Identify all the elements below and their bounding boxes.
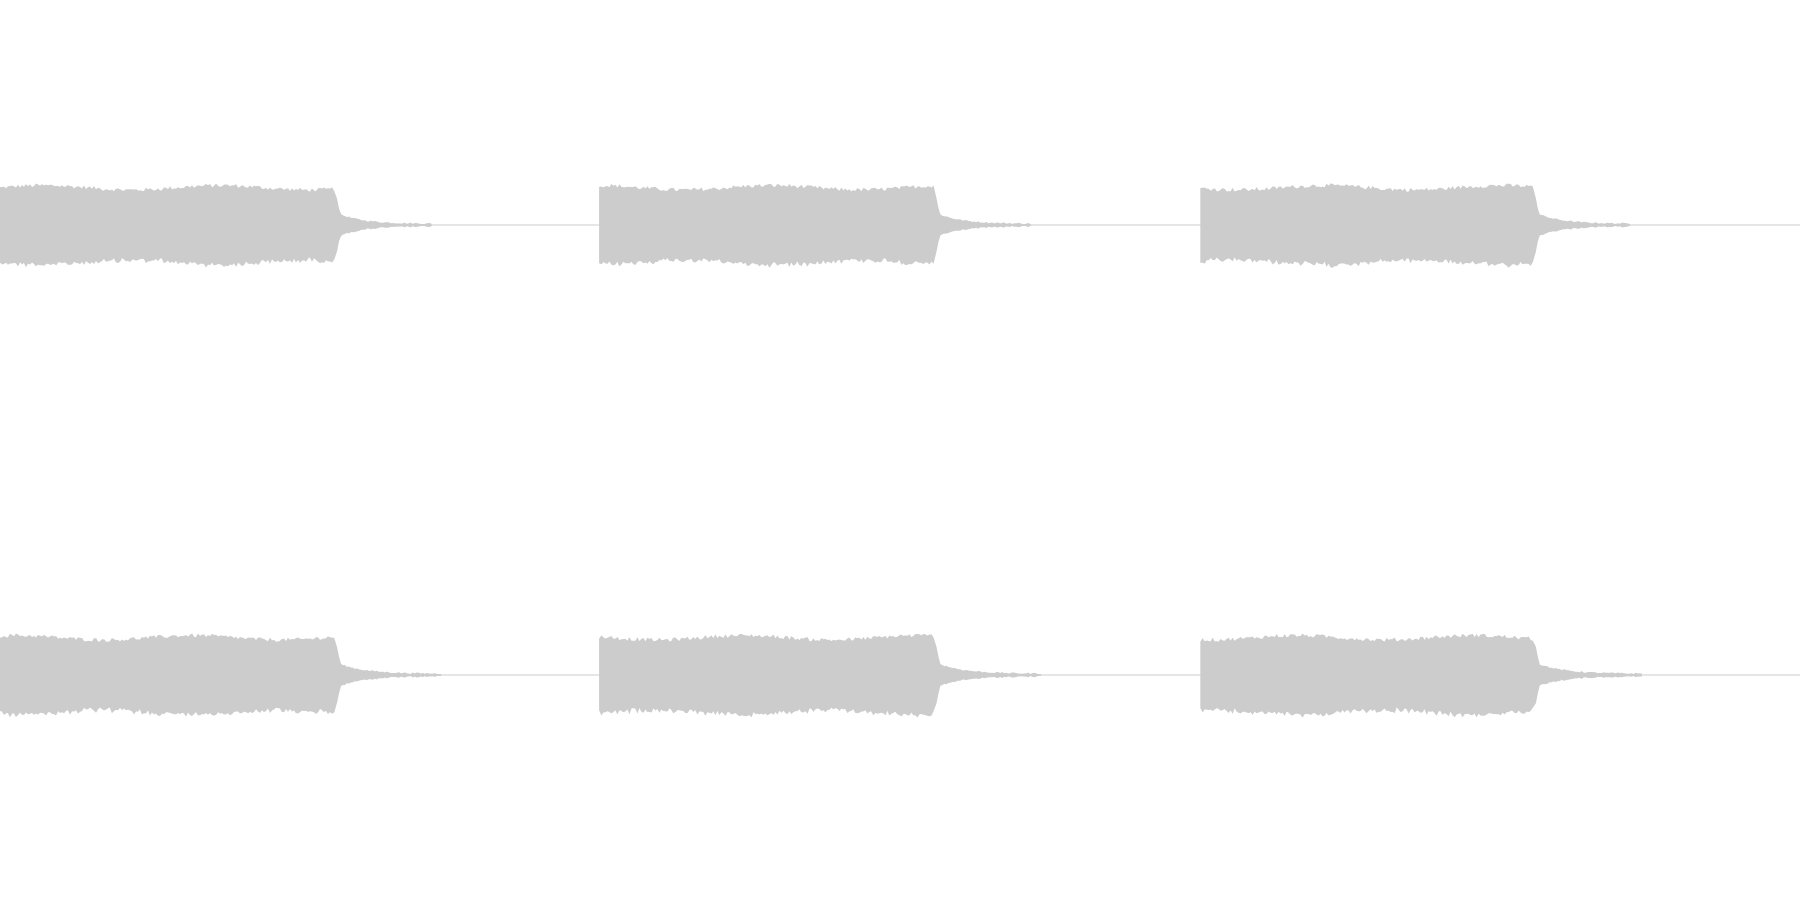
waveform-burst <box>1200 183 1632 268</box>
waveform-burst <box>0 183 433 268</box>
channel-2-waveform <box>0 633 1800 718</box>
waveform-burst <box>0 633 442 718</box>
waveform-burst <box>1200 633 1642 718</box>
waveform-burst <box>599 183 1032 268</box>
waveform-burst <box>599 633 1044 718</box>
channel-1-waveform <box>0 183 1800 268</box>
